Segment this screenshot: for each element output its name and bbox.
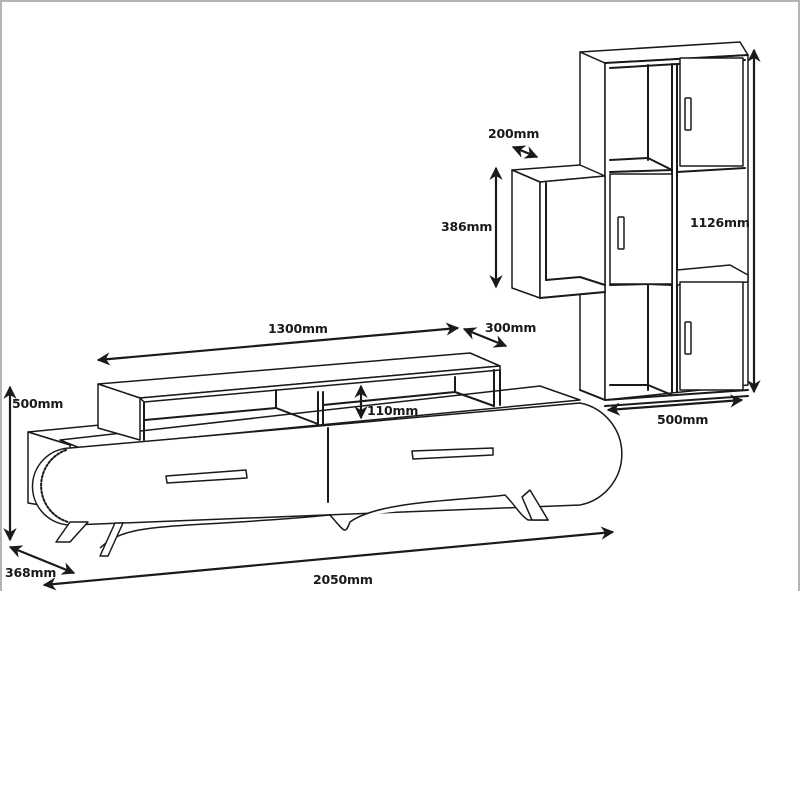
dim-200-arrow bbox=[511, 145, 539, 159]
label-368mm: 368mm bbox=[5, 565, 57, 580]
dim-1300-arrow bbox=[96, 322, 460, 366]
label-300mm: 300mm bbox=[485, 320, 537, 335]
dim-300-arrow bbox=[462, 327, 508, 348]
label-500mm-shelf: 500mm bbox=[657, 412, 709, 427]
tv-unit-drawing bbox=[27, 352, 623, 557]
dim-2050-arrow bbox=[42, 526, 615, 591]
label-200mm: 200mm bbox=[488, 126, 540, 141]
label-386mm: 386mm bbox=[441, 219, 493, 234]
wall-shelf-drawing bbox=[511, 41, 749, 407]
label-1126mm: 1126mm bbox=[690, 215, 750, 230]
label-110mm: 110mm bbox=[367, 403, 419, 418]
dimension-lines bbox=[3, 48, 761, 591]
label-2050mm: 2050mm bbox=[313, 572, 373, 587]
image-frame bbox=[0, 0, 800, 591]
label-1300mm: 1300mm bbox=[268, 321, 328, 336]
label-500mm-tv: 500mm bbox=[12, 396, 64, 411]
dim-500-shelf-arrow bbox=[606, 394, 744, 416]
